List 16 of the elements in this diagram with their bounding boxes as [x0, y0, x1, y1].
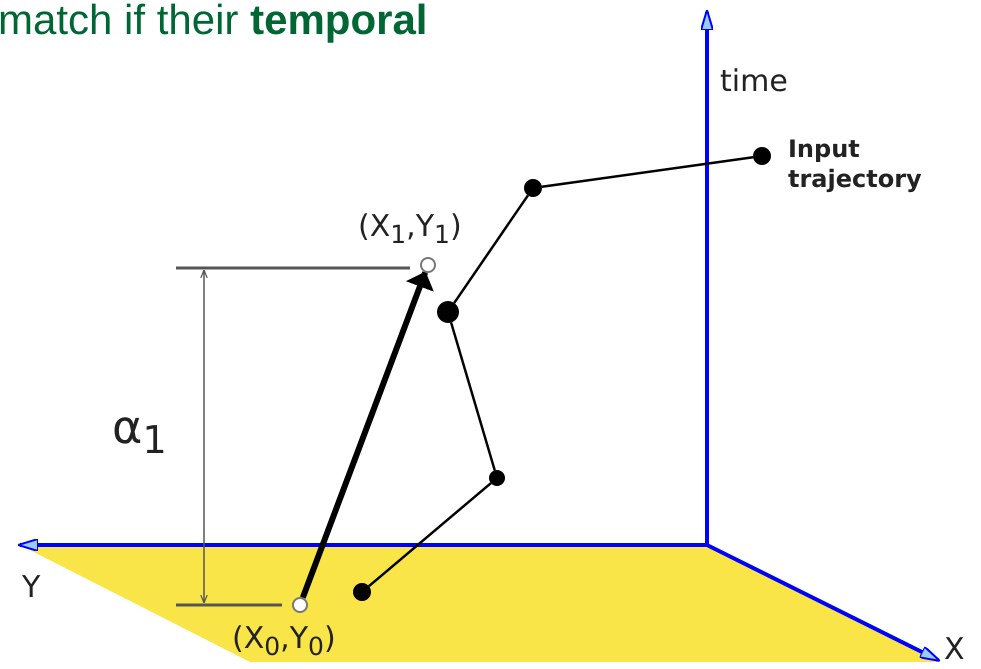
trajectory-point [437, 301, 459, 323]
trajectory-segment [542, 156, 754, 188]
axis-label: X [944, 632, 965, 667]
coordinate-label: (X$_{1}$,Y$_{1}$) [358, 209, 462, 249]
heading-text: match if their temporal [0, 0, 428, 44]
axis-label: Y [22, 570, 40, 605]
trajectory-label: Input trajectory [788, 134, 923, 194]
trajectory-point [489, 470, 505, 486]
axis-label: time [720, 64, 788, 99]
arrow [300, 271, 434, 599]
dimension-label: α$_{1}$ [112, 400, 167, 464]
trajectory-segment [453, 194, 529, 304]
trajectory-segment [450, 322, 496, 471]
trajectory-point [524, 179, 542, 197]
coordinate-label: (X$_{0}$,Y$_{0}$) [232, 621, 336, 661]
trajectory-segment [368, 482, 492, 588]
